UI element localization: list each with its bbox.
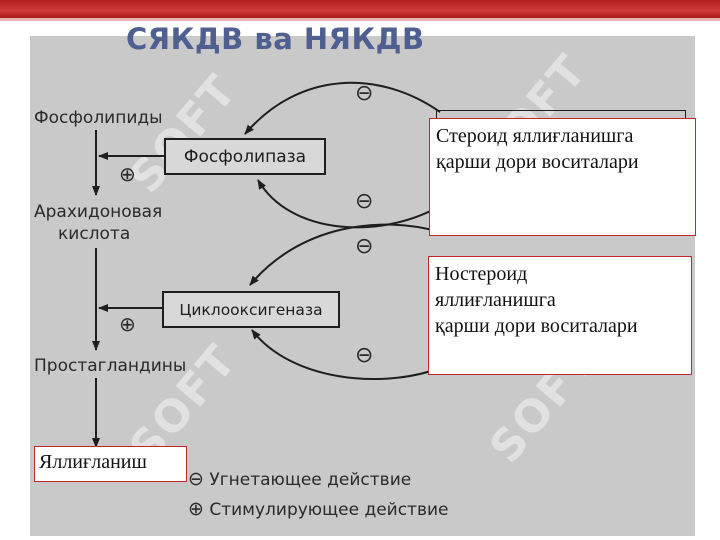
node-prostaglandins: Простагландины	[34, 356, 187, 376]
legend-inhibit: ⊖ Угнетающее действие	[188, 468, 411, 490]
node-arachidonic-line2: кислота	[58, 224, 131, 244]
inhibit-curve-steroid-top	[244, 81, 441, 135]
node-arachidonic-line1: Арахидоновая	[34, 202, 163, 222]
legend-stimulate: ⊕ Стимулирующее действие	[188, 498, 448, 520]
nonsteroid-drugs-box: Ностероид яллиғланишга қарши дори восита…	[428, 256, 692, 375]
sign-minus-1: ⊖	[355, 81, 374, 106]
inhibit-curve-nsaid-to-cox	[251, 329, 441, 381]
sign-minus-2: ⊖	[355, 189, 374, 214]
sign-plus-1: ⊕	[119, 162, 136, 186]
top-accent-bar	[0, 0, 720, 18]
nonsteroid-line1: Ностероид	[435, 263, 528, 285]
minus-icon: ⊖	[188, 468, 204, 490]
inflammation-box: Яллиғланиш	[34, 446, 187, 482]
sign-plus-2: ⊕	[119, 312, 136, 336]
steroid-drugs-box: Стероид яллиғланишга қарши дори воситала…	[429, 118, 696, 236]
sign-minus-4: ⊖	[355, 343, 374, 368]
faint-box-behind-steroid	[436, 110, 686, 122]
node-phospholipase: Фосфолипаза	[164, 138, 326, 175]
legend-inhibit-label: Угнетающее действие	[209, 470, 412, 490]
top-accent-line	[0, 18, 720, 21]
node-phospholipids: Фосфолипиды	[34, 108, 163, 128]
page-title: СЯКДВ ва НЯКДВ	[126, 22, 425, 56]
sign-minus-3: ⊖	[355, 234, 374, 259]
inhibit-curve-steroid-to-cox	[249, 223, 441, 286]
plus-icon: ⊕	[188, 498, 204, 520]
nonsteroid-line2: яллиғланишга	[435, 289, 556, 311]
nonsteroid-line3: қарши дори воситалари	[435, 315, 638, 337]
node-cyclooxygenase: Циклооксигеназа	[162, 291, 340, 328]
inhibit-curve-steroid-bottom	[257, 179, 441, 229]
legend-stimulate-label: Стимулирующее действие	[209, 500, 449, 520]
